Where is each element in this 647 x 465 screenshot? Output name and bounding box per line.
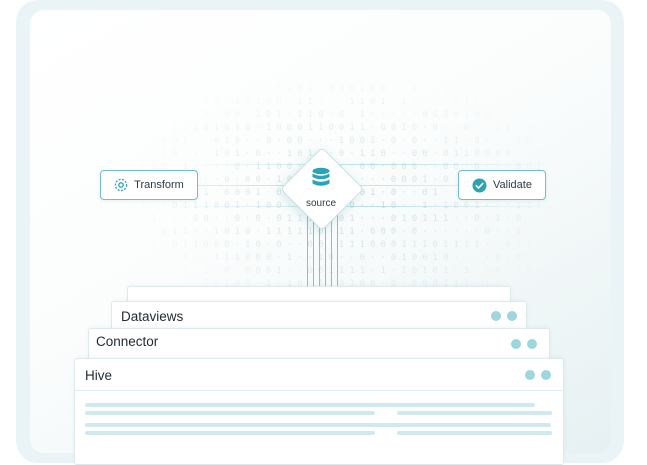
content-bar (85, 411, 375, 415)
content-bar (85, 403, 535, 407)
database-icon (311, 167, 331, 194)
transform-node[interactable]: Transform (100, 170, 198, 200)
connector-line (190, 164, 550, 165)
card-title: Connector (96, 334, 159, 349)
window-dots (491, 311, 517, 321)
check-circle-icon (472, 178, 487, 193)
connector-line (170, 206, 560, 207)
content-bar (85, 431, 375, 435)
content-bar (397, 411, 552, 415)
content-bar (85, 423, 551, 427)
source-node[interactable]: source (280, 147, 364, 231)
window-dots (525, 370, 551, 380)
validate-node[interactable]: Validate (458, 170, 546, 200)
card-title: Hive (85, 368, 113, 383)
stack-card-hive[interactable]: Hive (74, 358, 564, 465)
window-dots (511, 339, 537, 349)
source-label: source (305, 198, 336, 209)
gear-icon (114, 178, 128, 192)
card-divider (75, 390, 563, 391)
data-flow-lines (307, 176, 339, 354)
transform-label: Transform (134, 179, 184, 191)
validate-label: Validate (493, 179, 532, 191)
card-title: Dataviews (121, 309, 184, 324)
content-bar (397, 431, 552, 435)
